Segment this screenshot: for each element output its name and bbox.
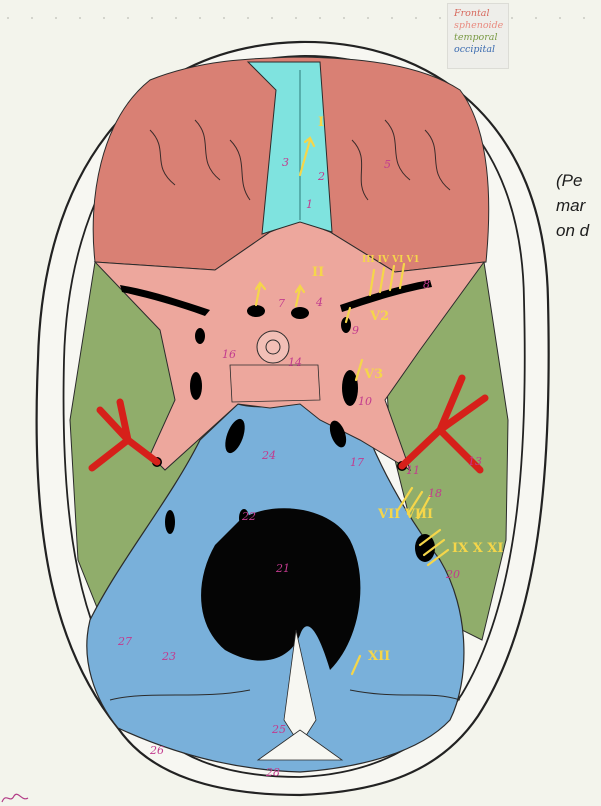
region-number: 14	[288, 356, 302, 369]
region-number: 16	[222, 348, 236, 361]
note-line-3: on d	[556, 218, 601, 243]
legend-frontal: Frontal	[454, 8, 508, 20]
region-number: 22	[241, 510, 256, 523]
region-number: 7	[278, 297, 285, 310]
nerve-label: I	[318, 115, 324, 130]
legend-occipital: occipital	[454, 44, 508, 56]
foramen-rotundum-left	[195, 328, 205, 344]
optic-canal-left	[247, 305, 265, 317]
region-number: 10	[358, 395, 372, 408]
optic-canal-right	[291, 307, 309, 319]
nerve-label: III IV VI V1	[362, 255, 420, 265]
region-number: 20	[445, 568, 460, 581]
legend-temporal: temporal	[454, 32, 508, 44]
handwriting-scribble	[0, 790, 40, 806]
hypophyseal-fossa	[257, 331, 289, 363]
nerve-label: IX X XI	[452, 541, 503, 556]
region-number: 17	[350, 456, 364, 469]
internal-acoustic-meatus-left	[165, 510, 175, 534]
foramen-ovale-right	[342, 370, 358, 406]
note-line-2: mar	[556, 193, 601, 218]
region-number: 8	[423, 278, 430, 291]
region-number: 21	[275, 562, 290, 575]
region-number: 27	[117, 635, 132, 648]
region-number: 25	[271, 723, 286, 736]
region-number: 3	[282, 156, 289, 169]
region-number: 5	[384, 158, 391, 171]
clivus	[230, 365, 320, 402]
region-number: 26	[149, 744, 164, 757]
note-line-1: (Pe	[556, 168, 601, 193]
bone-legend: Frontal sphenoide temporal occipital	[447, 3, 509, 69]
nerve-label: V2	[369, 309, 389, 324]
nerve-label: VII VIII	[377, 507, 433, 522]
region-number: 1	[306, 198, 313, 211]
nerve-label: V3	[363, 367, 383, 382]
nerve-label: XII	[368, 649, 390, 664]
region-number: 28	[265, 766, 280, 779]
region-number: 2	[317, 170, 325, 183]
region-number: 11	[406, 464, 420, 477]
region-number: 9	[352, 324, 359, 337]
region-number: 4	[315, 296, 323, 309]
foramen-ovale-left	[190, 372, 202, 400]
nerve-label: II	[312, 265, 324, 280]
region-number: 23	[161, 650, 176, 663]
region-number: 18	[428, 487, 442, 500]
legend-sphenoid: sphenoide	[454, 20, 508, 32]
region-number: 13	[468, 455, 482, 468]
region-number: 24	[261, 449, 276, 462]
side-note: (Pe mar on d	[556, 168, 601, 248]
